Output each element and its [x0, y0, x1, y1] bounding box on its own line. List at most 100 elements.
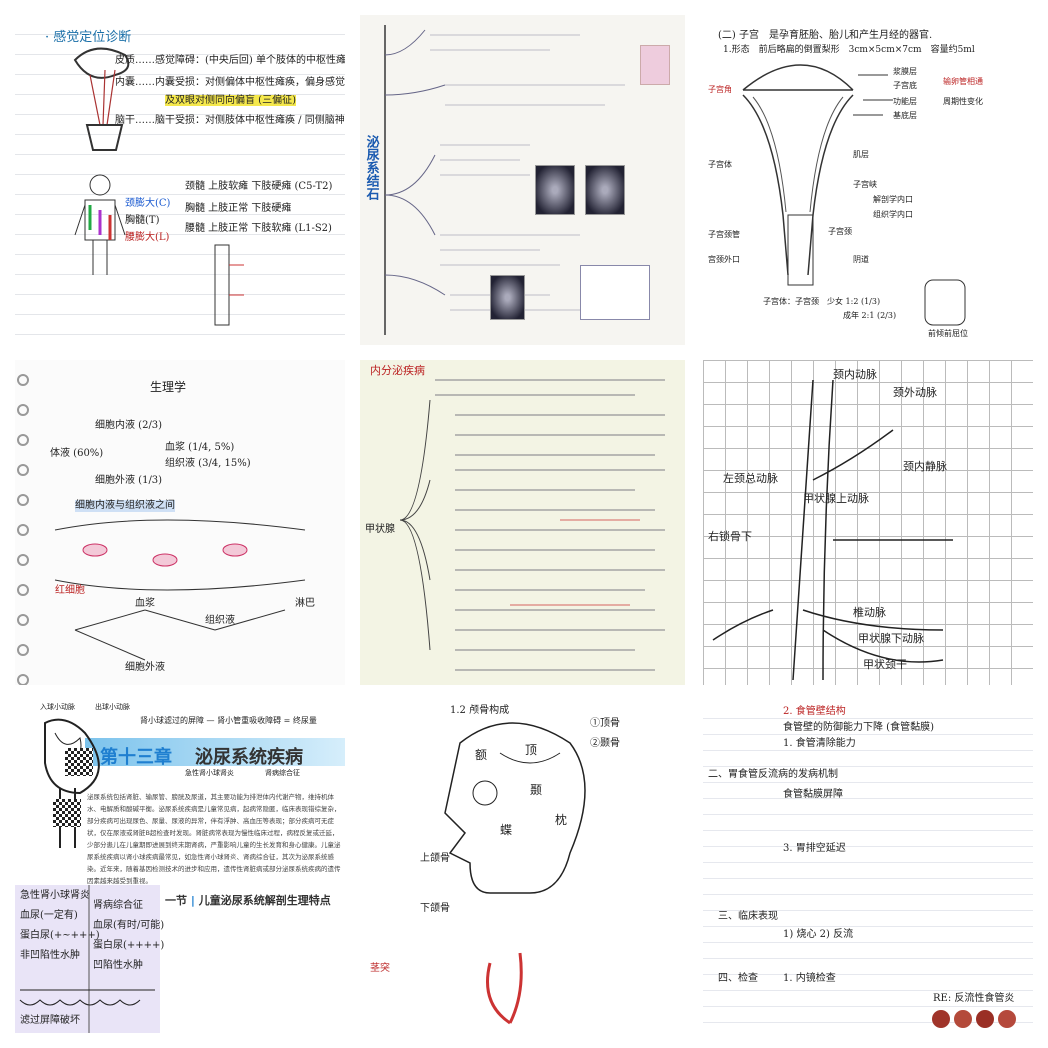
note-line: 食管黏膜屏障 [783, 789, 843, 800]
label: 枕 [555, 813, 568, 827]
note-line: 及双眼对侧同向偏盲 (三偏征) [165, 95, 296, 106]
note-line: 血尿(有时/可能) [93, 920, 165, 931]
label: 颈外动脉 [893, 386, 937, 399]
label: ①顶骨 [590, 718, 620, 729]
note-line: 胸髓(T) [125, 215, 160, 226]
label: 茎突 [370, 963, 390, 974]
annotation: 肾小球滤过的屏障 — 肾小管重吸收障碍 = 终尿量 [140, 716, 317, 725]
mindmap-urolithiasis: 泌尿系结石 [360, 15, 685, 345]
label: 椎动脉 [853, 606, 886, 619]
label: 颈内静脉 [903, 460, 947, 473]
note-line: 1. 食管清除能力 [783, 738, 856, 749]
label: 子宫颈 [828, 227, 852, 236]
note-line: 3. 胃排空延迟 [783, 843, 846, 854]
label: ②颞骨 [590, 738, 620, 749]
note-line: 血浆 (1/4, 5%) [165, 442, 235, 453]
note-line: 二、胃食管反流病的发病机制 [708, 769, 838, 780]
note-endocrine-mindmap: 内分泌疾病 甲状腺 [360, 360, 685, 685]
label: 子宫底 [893, 81, 917, 90]
note-line: 胸髓 上肢正常 下肢硬瘫 [185, 203, 292, 214]
artery-sketch [712, 379, 953, 681]
section-heading: 一节 | 儿童泌尿系统解剖生理特点 [165, 894, 331, 907]
label: 上颌骨 [420, 853, 450, 864]
xray-image [490, 275, 525, 320]
qr-code [53, 799, 81, 827]
label: 功能层 [893, 97, 917, 106]
label: 宫颈外口 [708, 255, 740, 264]
note-neuro-localization: · 感觉定位诊断 皮质……感觉障碍：(中央后回) 单个肢体的中枢性瘫痪 (常见)… [15, 15, 345, 345]
note-line: 细胞外液 (1/3) [95, 475, 163, 486]
label: 组织学内口 [873, 210, 913, 219]
note-line: 1. 内镜检查 [783, 973, 836, 984]
annotation: 入球小动脉 [40, 703, 75, 711]
note-line: 颈髓 上肢软瘫 下肢硬瘫 (C5-T2) [185, 181, 333, 192]
note-line: 急性肾小球肾炎 [20, 890, 90, 901]
note-title: 内分泌疾病 [370, 364, 425, 377]
mindmap-branches [384, 25, 625, 335]
note-uterus: (二) 子宫 是孕育胚胎、胎儿和产生月经的器官. 1.形态 前后略扁的倒置梨形 … [703, 15, 1033, 345]
sticky-note: 急性肾小球肾炎 血尿(一定有) 蛋白尿(+~+++) 非凹陷性水肿 肾病综合征 … [15, 885, 164, 1033]
label: 解剖学内口 [873, 195, 913, 204]
note-line: 血尿(一定有) [20, 910, 78, 921]
label: 周期性变化 [943, 97, 983, 106]
note-title: 1.2 颅骨构成 [450, 705, 510, 716]
mindmap-branches [399, 379, 665, 671]
note-subtitle: 1.形态 前后略扁的倒置梨形 3cm×5cm×7cm 容量约5ml [723, 45, 975, 55]
note-line: RE: 反流性食管炎 [933, 993, 1015, 1004]
note-line: 腰膨大(L) [125, 232, 170, 243]
chapter-banner [85, 738, 345, 766]
label: 子宫角 [708, 85, 732, 94]
annotation: 出球小动脉 [95, 703, 130, 711]
note-gerd: 2. 食管壁结构 食管壁的防御能力下降 (食管黏膜) 1. 食管清除能力 二、胃… [703, 703, 1033, 1033]
anatomy-image [640, 45, 670, 85]
label: 左颈总动脉 [723, 472, 778, 485]
note-neck-arteries: 颈内动脉 颈外动脉 甲状腺上动脉 左颈总动脉 右锁骨下 甲状腺下动脉 甲状颈干 … [703, 360, 1033, 685]
table-image [580, 265, 650, 320]
endoscopy-images [932, 1010, 1016, 1028]
chapter-number: 第十三章 [100, 747, 172, 767]
chapter-title: 泌尿系统疾病 [195, 747, 303, 767]
xray-image [585, 165, 625, 215]
note-line: 肾病综合征 [93, 900, 143, 911]
annotation: 肾病综合征 [265, 769, 300, 777]
note-line: 腰髓 上肢正常 下肢软瘫 (L1-S2) [185, 223, 332, 234]
note-line: 非凹陷性水肿 [20, 950, 80, 961]
note-line: 成年 2:1 (2/3) [843, 311, 897, 320]
label: 肌层 [853, 150, 869, 159]
note-line: 2. 食管壁结构 [783, 706, 846, 717]
note-line: 1) 烧心 2) 反流 [783, 929, 854, 940]
label: 甲状腺下动脉 [858, 632, 924, 645]
filtration-sketch [19, 885, 155, 1033]
label: 右锁骨下 [708, 530, 752, 543]
spiral-binding-and-sketch [17, 374, 306, 685]
note-line: 前倾前屈位 [928, 329, 968, 338]
label: 顶 [525, 743, 538, 757]
note-line: 细胞内液 (2/3) [95, 420, 163, 431]
label: 子宫峡 [853, 180, 877, 189]
label: 输卵管相通 [943, 77, 983, 86]
note-line: 四、检查 [718, 973, 758, 984]
note-line: 体液 (60%) [50, 448, 104, 459]
mindmap-root: 泌尿系结石 [363, 135, 379, 200]
label: 蝶 [500, 823, 513, 837]
note-line: 内囊……内囊受损：对侧偏体中枢性瘫痪，偏身感觉障碍等 [115, 77, 345, 88]
mindmap-root: 甲状腺 [365, 524, 395, 535]
uterus-sketch [742, 64, 966, 326]
annotation: 急性肾小球肾炎 [185, 769, 234, 777]
brain-spinal-sketch [73, 47, 244, 326]
label: 子宫体 [708, 160, 732, 169]
label: 颞 [530, 783, 543, 797]
note-line: 蛋白尿(++++) [93, 940, 165, 951]
label: 甲状颈干 [863, 658, 907, 671]
label: 阴道 [853, 255, 869, 264]
note-line: 三、临床表现 [718, 911, 778, 922]
note-title: (二) 子宫 是孕育胚胎、胎儿和产生月经的器官. [718, 30, 933, 41]
note-line: 颈膨大(C) [125, 198, 171, 209]
label: 颈内动脉 [833, 368, 877, 381]
note-line: 滤过屏障破坏 [20, 1015, 80, 1026]
note-line: 蛋白尿(+~+++) [20, 930, 100, 941]
note-line: 脑干……脑干受损：对侧肢体中枢性瘫痪 / 同侧脑神经瘫 [115, 115, 345, 126]
chapter-intro-text: 泌尿系统包括肾脏、输尿管、膀胱及尿道，其主要功能为排泄体内代谢产物，维持机体水、… [87, 793, 341, 885]
note-line: 食管壁的防御能力下降 (食管黏膜) [783, 722, 934, 733]
label: 细胞外液 [125, 662, 165, 673]
